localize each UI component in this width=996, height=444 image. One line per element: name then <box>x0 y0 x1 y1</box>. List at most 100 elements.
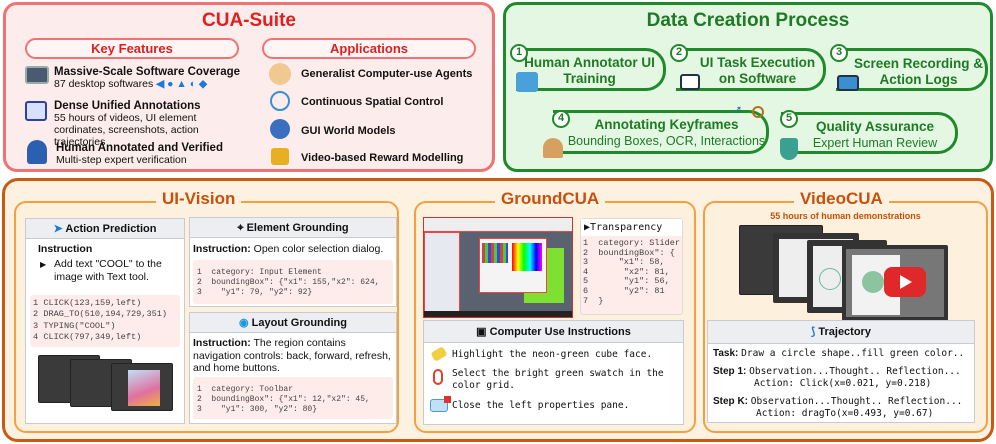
panel-title: Layout Grounding <box>251 317 347 329</box>
podium-trophy-icon <box>271 148 289 165</box>
annotator-laptop-icon <box>543 138 563 158</box>
action-prediction-header: ➤ Action Prediction <box>26 219 184 239</box>
instruction-item: Close the left properties pane. <box>452 400 630 411</box>
step-number: 1 <box>510 44 528 62</box>
desktop-lock-icon <box>25 66 49 84</box>
element-label: ▶Transparency <box>581 219 682 236</box>
instruction-label: Instruction: <box>193 337 251 349</box>
videocua-subtitle: 55 hours of human demonstrations <box>770 211 921 221</box>
application-item: GUI World Models <box>301 125 396 137</box>
groundcua-title: GroundCUA <box>495 189 606 209</box>
element-grounding-panel: ⌖ Element Grounding Instruction: Open co… <box>189 217 397 307</box>
cua-suite-panel <box>3 2 495 172</box>
monitor-annotation-icon <box>25 101 47 121</box>
step-3: Screen Recording & Action Logs <box>836 48 988 91</box>
instruction-text: Open color selection dialog. <box>253 243 384 255</box>
instruction-text: Add text "COOL" to the image with Text t… <box>54 258 162 283</box>
application-item: Video-based Reward Modelling <box>301 152 464 164</box>
grounding-code: 1 category: Input Element 2 boundingBox"… <box>193 260 393 304</box>
layout-grounding-header: ◉ Layout Grounding <box>190 313 396 333</box>
tap-hand-icon <box>433 369 443 385</box>
grounding-code: 1 category: Toolbar 2 boundingBox": {"x1… <box>193 377 393 419</box>
ocr-icon <box>752 106 764 118</box>
step-action: Action: dragTo(x=0.493, y=0.67) <box>756 408 934 419</box>
layout-grounding-panel: ◉ Layout Grounding Instruction: The regi… <box>189 312 397 424</box>
key-features-header: Key Features <box>25 38 239 59</box>
step-observation: Observation...Thought.. Reflection... <box>749 366 961 377</box>
annotated-screenshot <box>423 217 573 318</box>
instruction-text: The region contains navigation controls:… <box>193 337 391 374</box>
application-item: Continuous Spatial Control <box>301 96 444 108</box>
panel-title: Element Grounding <box>246 222 349 234</box>
software-logos-icon: ◀ ● ▲ ◐ ◆ <box>156 78 208 90</box>
feature-title: Massive-Scale Software Coverage <box>54 66 241 78</box>
task-text: Draw a circle shape..fill green color.. <box>741 348 965 359</box>
panel-title: Computer Use Instructions <box>489 326 631 338</box>
feature-desc: 87 desktop softwares <box>54 78 154 90</box>
computer-icon: ▣ <box>476 326 490 338</box>
step-number: 4 <box>552 110 570 128</box>
instruction-label: Instruction: <box>193 243 251 255</box>
data-creation-panel <box>503 2 993 172</box>
shield-check-icon <box>780 138 798 160</box>
cursor-icon: ➤ <box>53 223 66 235</box>
instructions-header: ▣ Computer Use Instructions <box>424 321 683 343</box>
action-code: 1 CLICK(123,159,left) 2 DRAG_TO(510,194,… <box>30 295 180 347</box>
annotation-code: 1 category: Slider 2 boundingBox": { 3 "… <box>583 238 680 306</box>
cua-suite-title: CUA-Suite <box>202 10 296 31</box>
action-prediction-panel: ➤ Action Prediction Instruction ▶ Add te… <box>25 218 185 424</box>
instruction-label: Instruction <box>38 243 93 255</box>
step-subtitle: Bounding Boxes, OCR, Interactions <box>567 134 766 148</box>
computer-use-instructions-panel: ▣ Computer Use Instructions Highlight th… <box>423 320 684 425</box>
location-pin-icon: ⌖ <box>237 222 247 234</box>
videocua-title: VideoCUA <box>794 189 889 209</box>
step-number: 3 <box>830 44 848 62</box>
step-title: Annotating Keyframes <box>594 117 739 132</box>
panel-title: Action Prediction <box>65 223 157 235</box>
training-icon <box>516 72 538 92</box>
step-1: Human Annotator UI Training <box>516 48 666 91</box>
step-label: Step 1: <box>713 366 747 377</box>
cursor-window-icon <box>680 74 700 90</box>
trajectory-header: ⟆ Trajectory <box>708 321 974 344</box>
ui-vision-title: UI-Vision <box>156 189 242 209</box>
feature-desc: Multi-step expert verification <box>56 154 187 166</box>
verified-person-icon <box>27 140 47 164</box>
feature-title: Human Annotated and Verified <box>56 142 223 154</box>
play-button-icon[interactable] <box>884 267 926 297</box>
close-window-icon <box>430 396 451 412</box>
task-label: Task: <box>713 348 739 359</box>
screenshot-thumbnail <box>111 363 173 411</box>
element-name: Transparency <box>590 222 663 233</box>
video-frame <box>842 245 948 321</box>
step-subtitle: Expert Human Review <box>812 136 938 150</box>
feature-title: Dense Unified Annotations <box>54 100 201 112</box>
world-model-icon <box>270 119 290 139</box>
step-label: Step K: <box>713 396 748 407</box>
step-2: UI Task Execution on Software <box>676 48 826 91</box>
highlighter-icon <box>430 346 448 362</box>
applications-header: Applications <box>262 38 476 59</box>
instruction-item: Highlight the neon-green cube face. <box>452 349 653 360</box>
step-observation: Observation...Thought.. Reflection... <box>750 396 963 407</box>
element-annotation-card: ▶Transparency 1 category: Slider 2 bound… <box>580 218 683 315</box>
spatial-control-icon <box>270 91 290 111</box>
instruction-item: Select the bright green swatch in the co… <box>452 368 664 391</box>
step-number: 2 <box>670 44 688 62</box>
data-creation-title: Data Creation Process <box>646 10 850 31</box>
cursor-click-icon: ➚ <box>733 104 743 116</box>
step-number: 5 <box>780 110 798 128</box>
step-action: Action: Click(x=0.021, y=0.218) <box>754 378 932 389</box>
feature-desc: 55 hours of videos, UI element cordinate… <box>54 112 199 148</box>
element-grounding-header: ⌖ Element Grounding <box>190 218 396 238</box>
agent-head-icon <box>269 63 291 85</box>
trajectory-panel: ⟆ Trajectory Task: Draw a circle shape..… <box>707 320 975 423</box>
step-title: Quality Assurance <box>815 119 935 134</box>
play-icon: ▶ <box>584 222 591 233</box>
application-item: Generalist Computer-use Agents <box>301 68 473 80</box>
route-icon: ⟆ <box>811 326 819 338</box>
bullet-icon: ▶ <box>40 260 47 269</box>
layout-icon: ◉ <box>239 317 252 329</box>
